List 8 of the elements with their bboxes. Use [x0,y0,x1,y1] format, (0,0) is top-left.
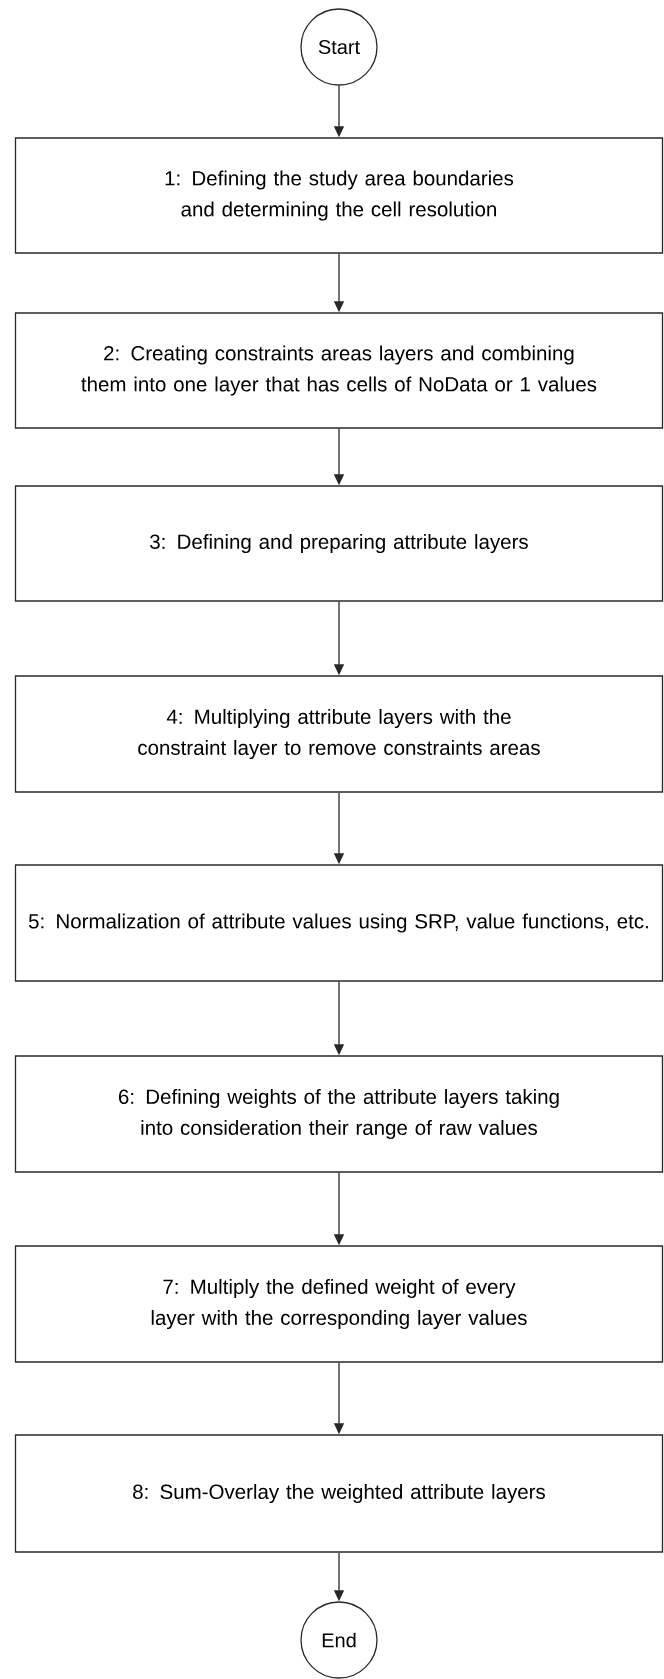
process-box: 4: Multiplying attribute layers with the constraint layer to remove constraints areas [14,675,664,793]
process-box: 7: Multiply the defined weight of every layer with the corresponding layer values [14,1245,664,1363]
process-box: 1: Defining the study area boundaries and determining the cell resolution [14,137,664,254]
process-box: 8: Sum-Overlay the weighted attribute layers [14,1434,664,1553]
process-box: 6: Defining weights of the attribute layers taking into consideration their range of raw values [14,1055,664,1173]
process-box: 2: Creating constraints areas layers and combining them into one layer that has cells of NoData or 1 values [14,312,664,429]
process-box: 5: Normalization of attribute values using SRP, value functions, etc. [14,864,664,982]
process-box: 3: Defining and preparing attribute layers [14,485,664,602]
